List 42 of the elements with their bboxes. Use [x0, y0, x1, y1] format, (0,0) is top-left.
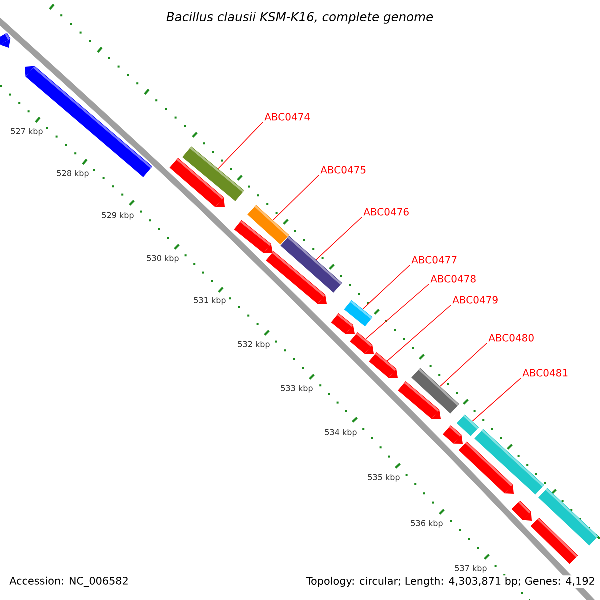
gene-bar [456, 414, 480, 436]
gene-feature [443, 426, 463, 444]
tick-label: 527 kbp [11, 128, 43, 136]
gene-bar [474, 429, 544, 495]
leader-line [472, 378, 522, 422]
leader-line [272, 174, 320, 221]
footer-text: Accession: NC_006582 [10, 576, 128, 588]
tick-label: 535 kbp [368, 474, 400, 482]
leader-line [366, 284, 430, 340]
gene-bar [344, 300, 373, 327]
tick-label: 528 kbp [57, 170, 89, 178]
gene-bar [412, 368, 460, 414]
tick-label: 534 kbp [325, 429, 357, 437]
gene-feature [512, 500, 532, 521]
footer-text: Topology: circular; Length: 4,303,871 bp; Genes: 4,192 [305, 576, 597, 588]
tick-label: 531 kbp [194, 297, 226, 305]
tick-label: 530 kbp [147, 255, 179, 263]
tick-label: 532 kbp [238, 341, 270, 349]
gene-label: ABC0476 [364, 208, 409, 216]
tick-label: 537 kbp [455, 565, 487, 573]
gene-bar [538, 488, 598, 546]
title: Bacillus clausii KSM-K16, complete genome [166, 12, 434, 24]
tick-label: 536 kbp [411, 520, 443, 528]
gene-label: ABC0475 [320, 166, 366, 174]
leader-line [362, 264, 410, 310]
gene-feature [350, 332, 374, 354]
gene-bar [280, 236, 342, 293]
gene-bar [182, 146, 244, 202]
tick-label: 533 kbp [281, 385, 313, 393]
gene-feature [25, 66, 153, 178]
gene-label: ABC0478 [430, 275, 476, 283]
gene-feature [331, 313, 355, 334]
gene-label: ABC0481 [522, 369, 568, 377]
leader-line [387, 304, 452, 362]
gene-feature [0, 32, 11, 48]
gene-feature [369, 352, 398, 378]
tick-label: 529 kbp [102, 212, 134, 220]
gene-label: ABC0477 [412, 256, 457, 264]
gene-label: ABC0480 [488, 334, 534, 342]
gene-bar [248, 205, 290, 245]
gene-label: ABC0479 [452, 296, 498, 304]
gene-label: ABC0474 [264, 113, 310, 121]
